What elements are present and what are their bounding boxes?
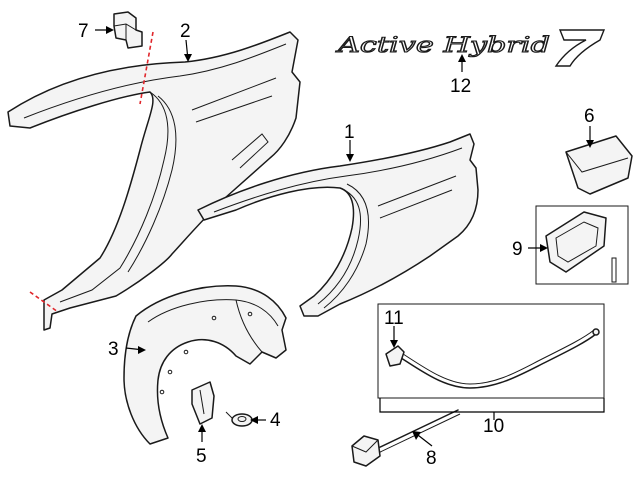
emblem-part: Active Hybrid 7 — [0, 0, 606, 67]
callout-numbers: 1 2 3 4 5 6 7 8 9 10 11 12 — [78, 21, 595, 469]
callout-6: 6 — [584, 106, 595, 127]
release-actuator-part — [351, 409, 461, 467]
emblem-text: Active Hybrid — [335, 33, 550, 57]
callout-2: 2 — [180, 21, 191, 42]
fuel-door-housing-part — [535, 205, 629, 285]
outer-quarter-panel — [197, 133, 479, 317]
callout-3: 3 — [108, 339, 119, 360]
bumper-stop-part — [113, 11, 143, 49]
callout-5: 5 — [196, 446, 207, 467]
callout-12: 12 — [450, 76, 471, 97]
callout-1: 1 — [344, 122, 355, 143]
callout-8: 8 — [426, 448, 437, 469]
callout-10: 10 — [483, 416, 504, 437]
wheelhouse-liner-part — [123, 285, 287, 445]
push-nut-part — [225, 411, 253, 427]
callout-11: 11 — [384, 308, 404, 329]
fuel-door-part — [565, 135, 633, 195]
callout-9: 9 — [512, 239, 523, 260]
leader-arrowheads — [106, 26, 594, 440]
liner-bracket-part — [191, 381, 215, 425]
emblem-model: 7 — [0, 0, 1, 1]
callout-7: 7 — [78, 21, 89, 42]
callout-4: 4 — [270, 410, 281, 431]
inner-quarter-panel — [7, 31, 301, 331]
release-cable-kit-part — [377, 303, 605, 399]
